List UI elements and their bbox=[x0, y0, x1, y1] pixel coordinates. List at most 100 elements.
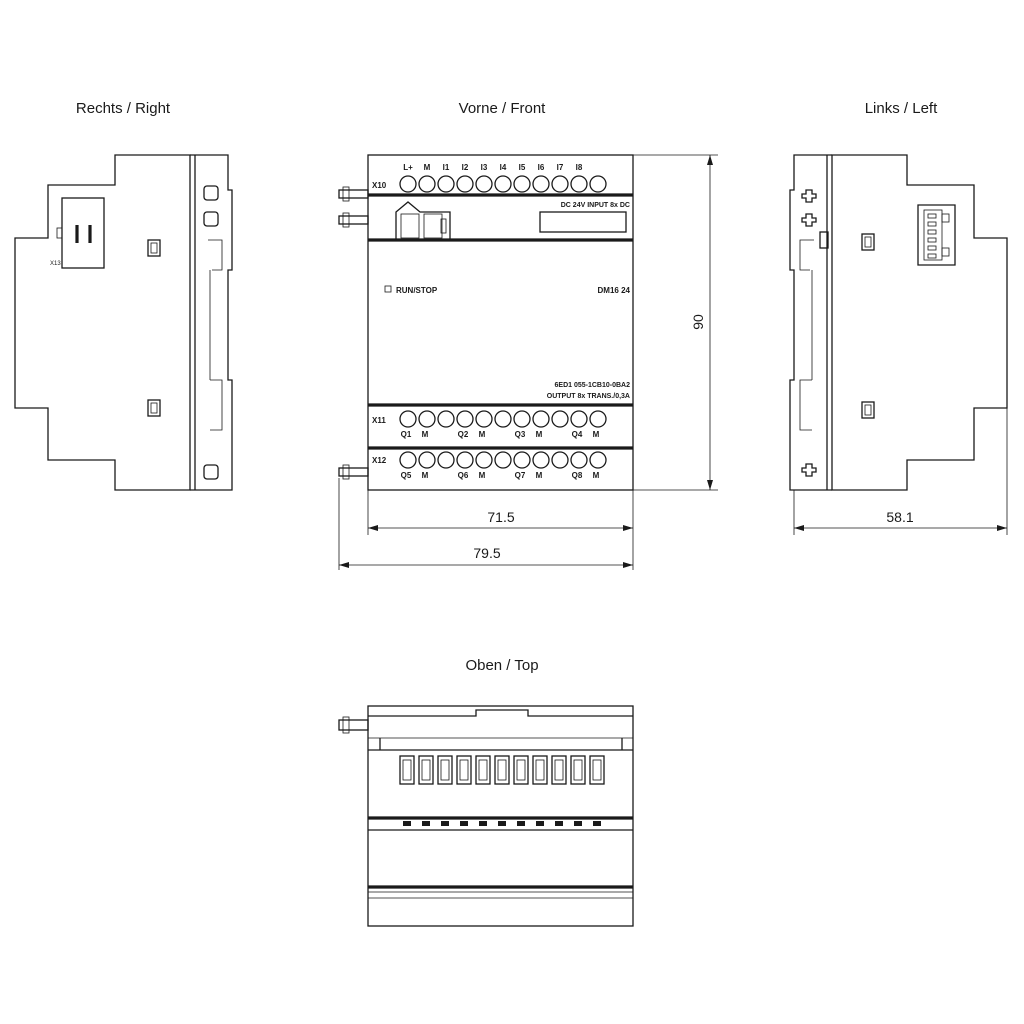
bus-pin bbox=[338, 464, 369, 480]
terminal-screw bbox=[437, 410, 455, 428]
right-view-terminal-screw bbox=[203, 185, 219, 201]
left-view-latch bbox=[861, 233, 875, 251]
terminal-opening bbox=[589, 755, 605, 785]
terminal-screw bbox=[475, 175, 493, 193]
x10-terminal-label: I5 bbox=[519, 163, 526, 172]
x10-terminal-label: L+ bbox=[403, 163, 413, 172]
terminal-opening bbox=[513, 755, 529, 785]
x11-label: X11 bbox=[372, 416, 386, 425]
terminal-screw bbox=[399, 175, 417, 193]
x10-terminal-label: I2 bbox=[462, 163, 469, 172]
terminal-screw bbox=[570, 410, 588, 428]
x10-terminal-label: I6 bbox=[538, 163, 545, 172]
terminal-label: Q3 bbox=[515, 430, 526, 439]
terminal-screw bbox=[475, 410, 493, 428]
terminal-label: Q5 bbox=[401, 471, 412, 480]
depth-dimension: 58.1 bbox=[886, 509, 913, 525]
terminal-opening bbox=[456, 755, 472, 785]
terminal-screw bbox=[513, 451, 531, 469]
terminal-screw bbox=[513, 175, 531, 193]
terminal-label: M bbox=[536, 430, 543, 439]
bus-pin bbox=[338, 716, 369, 734]
terminal-mark bbox=[801, 189, 817, 203]
terminal-screw bbox=[589, 175, 607, 193]
terminal-label: M bbox=[422, 430, 429, 439]
terminal-mark bbox=[801, 463, 817, 477]
top-view bbox=[338, 705, 634, 927]
terminal-screw bbox=[456, 410, 474, 428]
terminal-screw bbox=[494, 410, 512, 428]
left-view-front-frame bbox=[789, 154, 832, 491]
terminal-label: Q1 bbox=[401, 430, 412, 439]
terminal-opening bbox=[551, 755, 567, 785]
bus-pin bbox=[338, 212, 369, 228]
input-spec: DC 24V INPUT 8x DC bbox=[561, 202, 630, 209]
terminal-screw bbox=[456, 451, 474, 469]
terminal-screw bbox=[418, 175, 436, 193]
terminal-screw bbox=[418, 451, 436, 469]
left-view-title: Links / Left bbox=[865, 100, 938, 117]
terminal-label: M bbox=[593, 471, 600, 480]
x12-terminals bbox=[399, 451, 607, 469]
terminal-label: Q4 bbox=[572, 430, 583, 439]
top-view-terminal-openings bbox=[399, 755, 605, 785]
terminal-screw bbox=[494, 451, 512, 469]
terminal-label: M bbox=[422, 471, 429, 480]
terminal-screw bbox=[475, 451, 493, 469]
terminal-screw bbox=[532, 451, 550, 469]
model-label: DM16 24 bbox=[598, 286, 631, 295]
terminal-screw bbox=[399, 410, 417, 428]
front-width-dimension: 71.5 bbox=[487, 509, 514, 525]
terminal-opening bbox=[494, 755, 510, 785]
right-view-connector-label: X13 bbox=[50, 261, 61, 267]
terminal-label: Q7 bbox=[515, 471, 526, 480]
left-view-terminal-marks bbox=[801, 189, 817, 477]
x10-terminal-label: I7 bbox=[557, 163, 564, 172]
terminal-screw bbox=[437, 175, 455, 193]
x10-terminal-label: I3 bbox=[481, 163, 488, 172]
label-window bbox=[539, 211, 627, 233]
bus-pin bbox=[338, 186, 369, 202]
terminal-screw bbox=[532, 410, 550, 428]
height-dimension: 90 bbox=[690, 314, 706, 330]
overall-width-dimension: 79.5 bbox=[473, 545, 500, 561]
terminal-mark bbox=[801, 213, 817, 227]
terminal-screw bbox=[551, 410, 569, 428]
right-side-view: X13 bbox=[14, 154, 233, 491]
terminal-label: Q8 bbox=[572, 471, 583, 480]
terminal-label: M bbox=[593, 430, 600, 439]
x12-label: X12 bbox=[372, 456, 387, 465]
terminal-label: Q2 bbox=[458, 430, 469, 439]
run-stop-label: RUN/STOP bbox=[396, 286, 438, 295]
terminal-opening bbox=[437, 755, 453, 785]
top-view-housing bbox=[367, 705, 634, 927]
terminal-label: M bbox=[479, 430, 486, 439]
x10-terminal-label: I8 bbox=[576, 163, 583, 172]
expansion-slider bbox=[395, 201, 451, 241]
terminal-screw bbox=[532, 175, 550, 193]
terminal-screw bbox=[456, 175, 474, 193]
terminal-opening bbox=[532, 755, 548, 785]
top-view-title: Oben / Top bbox=[465, 657, 538, 674]
terminal-label: M bbox=[536, 471, 543, 480]
terminal-opening bbox=[399, 755, 415, 785]
output-spec: OUTPUT 8x TRANS./0,3A bbox=[547, 393, 630, 400]
terminal-screw bbox=[570, 175, 588, 193]
terminal-screw bbox=[589, 410, 607, 428]
left-side-view: 58.1 bbox=[789, 154, 1008, 535]
order-number: 6ED1 055-1CB10-0BA2 bbox=[555, 382, 631, 389]
terminal-screw bbox=[570, 451, 588, 469]
x10-terminal-label: I4 bbox=[500, 163, 507, 172]
terminal-screw bbox=[589, 451, 607, 469]
right-view-front-frame bbox=[190, 154, 233, 491]
terminal-opening bbox=[570, 755, 586, 785]
terminal-opening bbox=[418, 755, 434, 785]
terminal-screw bbox=[551, 175, 569, 193]
terminal-opening bbox=[475, 755, 491, 785]
terminal-screw bbox=[551, 451, 569, 469]
terminal-label: M bbox=[479, 471, 486, 480]
